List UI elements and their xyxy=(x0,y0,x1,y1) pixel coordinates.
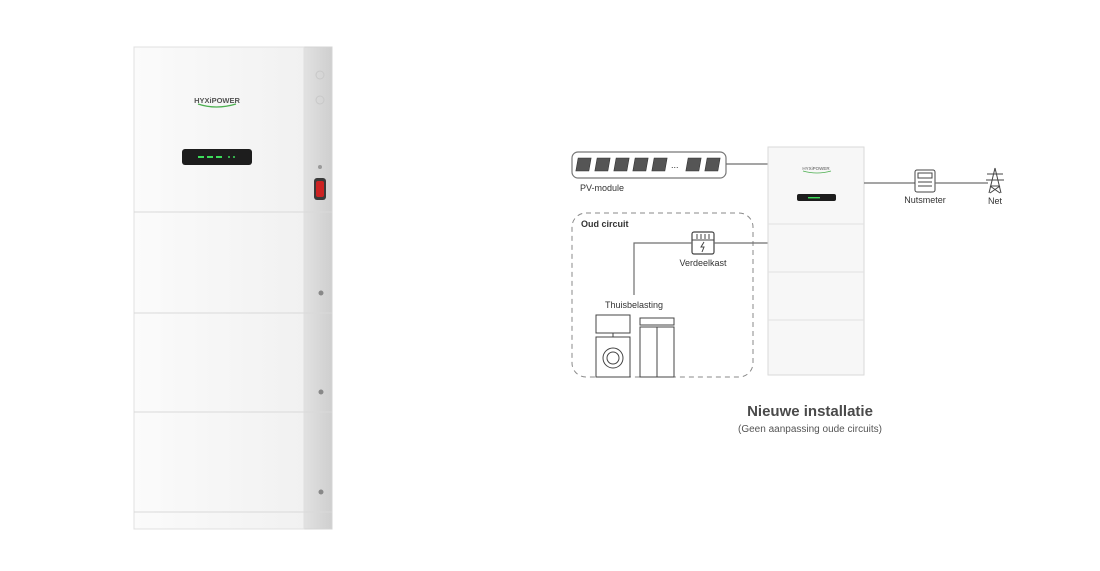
utility-meter-icon xyxy=(914,169,936,193)
status-display xyxy=(182,149,252,165)
brand-logo: HYXiPOWER xyxy=(194,96,241,108)
pv-module-strip xyxy=(571,151,727,179)
distribution-box-icon xyxy=(691,231,715,255)
caption-title: Nieuwe installatie xyxy=(747,403,873,420)
grid-label: Net xyxy=(988,196,1003,206)
diagram-battery-unit: HYXiPOWER xyxy=(767,146,865,376)
battery-system-unit xyxy=(133,46,333,530)
emergency-switch xyxy=(314,178,326,200)
distribution-box-label: Verdeelkast xyxy=(679,258,727,268)
pv-ellipsis: ... xyxy=(671,160,679,170)
utility-meter-label: Nutsmeter xyxy=(904,195,946,205)
caption-subtitle: (Geen aanpassing oude circuits) xyxy=(738,424,882,435)
power-grid-tower-icon xyxy=(986,167,1004,194)
svg-text:HYXiPOWER: HYXiPOWER xyxy=(802,166,830,171)
old-circuit-label: Oud circuit xyxy=(581,219,629,229)
svg-text:HYXiPOWER: HYXiPOWER xyxy=(194,96,240,105)
pv-module-label: PV-module xyxy=(580,183,624,193)
home-appliances-icon xyxy=(595,314,675,378)
home-load-label: Thuisbelasting xyxy=(605,300,663,310)
